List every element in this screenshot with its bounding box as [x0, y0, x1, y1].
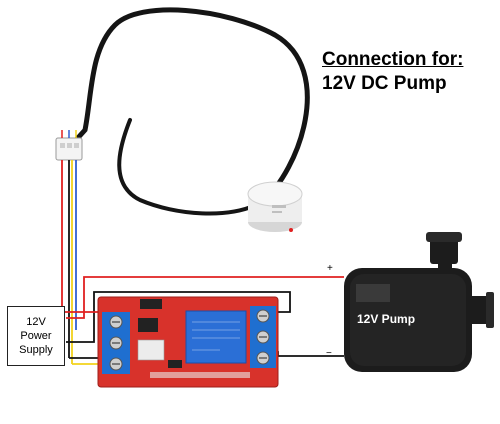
polarity-plus-label: +: [327, 263, 333, 274]
dc-pump: [344, 232, 494, 372]
sensor-cable: [73, 7, 310, 205]
power-supply-word-supply: Supply: [19, 344, 53, 356]
relay-jumper: [140, 299, 162, 309]
relay-block: [185, 310, 247, 364]
power-supply-box: 12V Power Supply: [7, 306, 65, 366]
heading-title: Connection for:: [322, 49, 464, 70]
polarity-minus-label: −: [326, 348, 332, 359]
sensor-cable-lower-loop: [117, 118, 264, 216]
relay-module: [97, 296, 279, 388]
sensor-wires: [61, 160, 77, 364]
water-level-sensor: [247, 181, 303, 232]
pump-label: 12V Pump: [357, 312, 416, 326]
sensor-connector: [55, 130, 83, 161]
power-supply-word-power: Power: [20, 330, 52, 342]
heading-subtitle: 12V DC Pump: [322, 73, 447, 94]
power-supply-voltage: 12V: [26, 316, 46, 328]
